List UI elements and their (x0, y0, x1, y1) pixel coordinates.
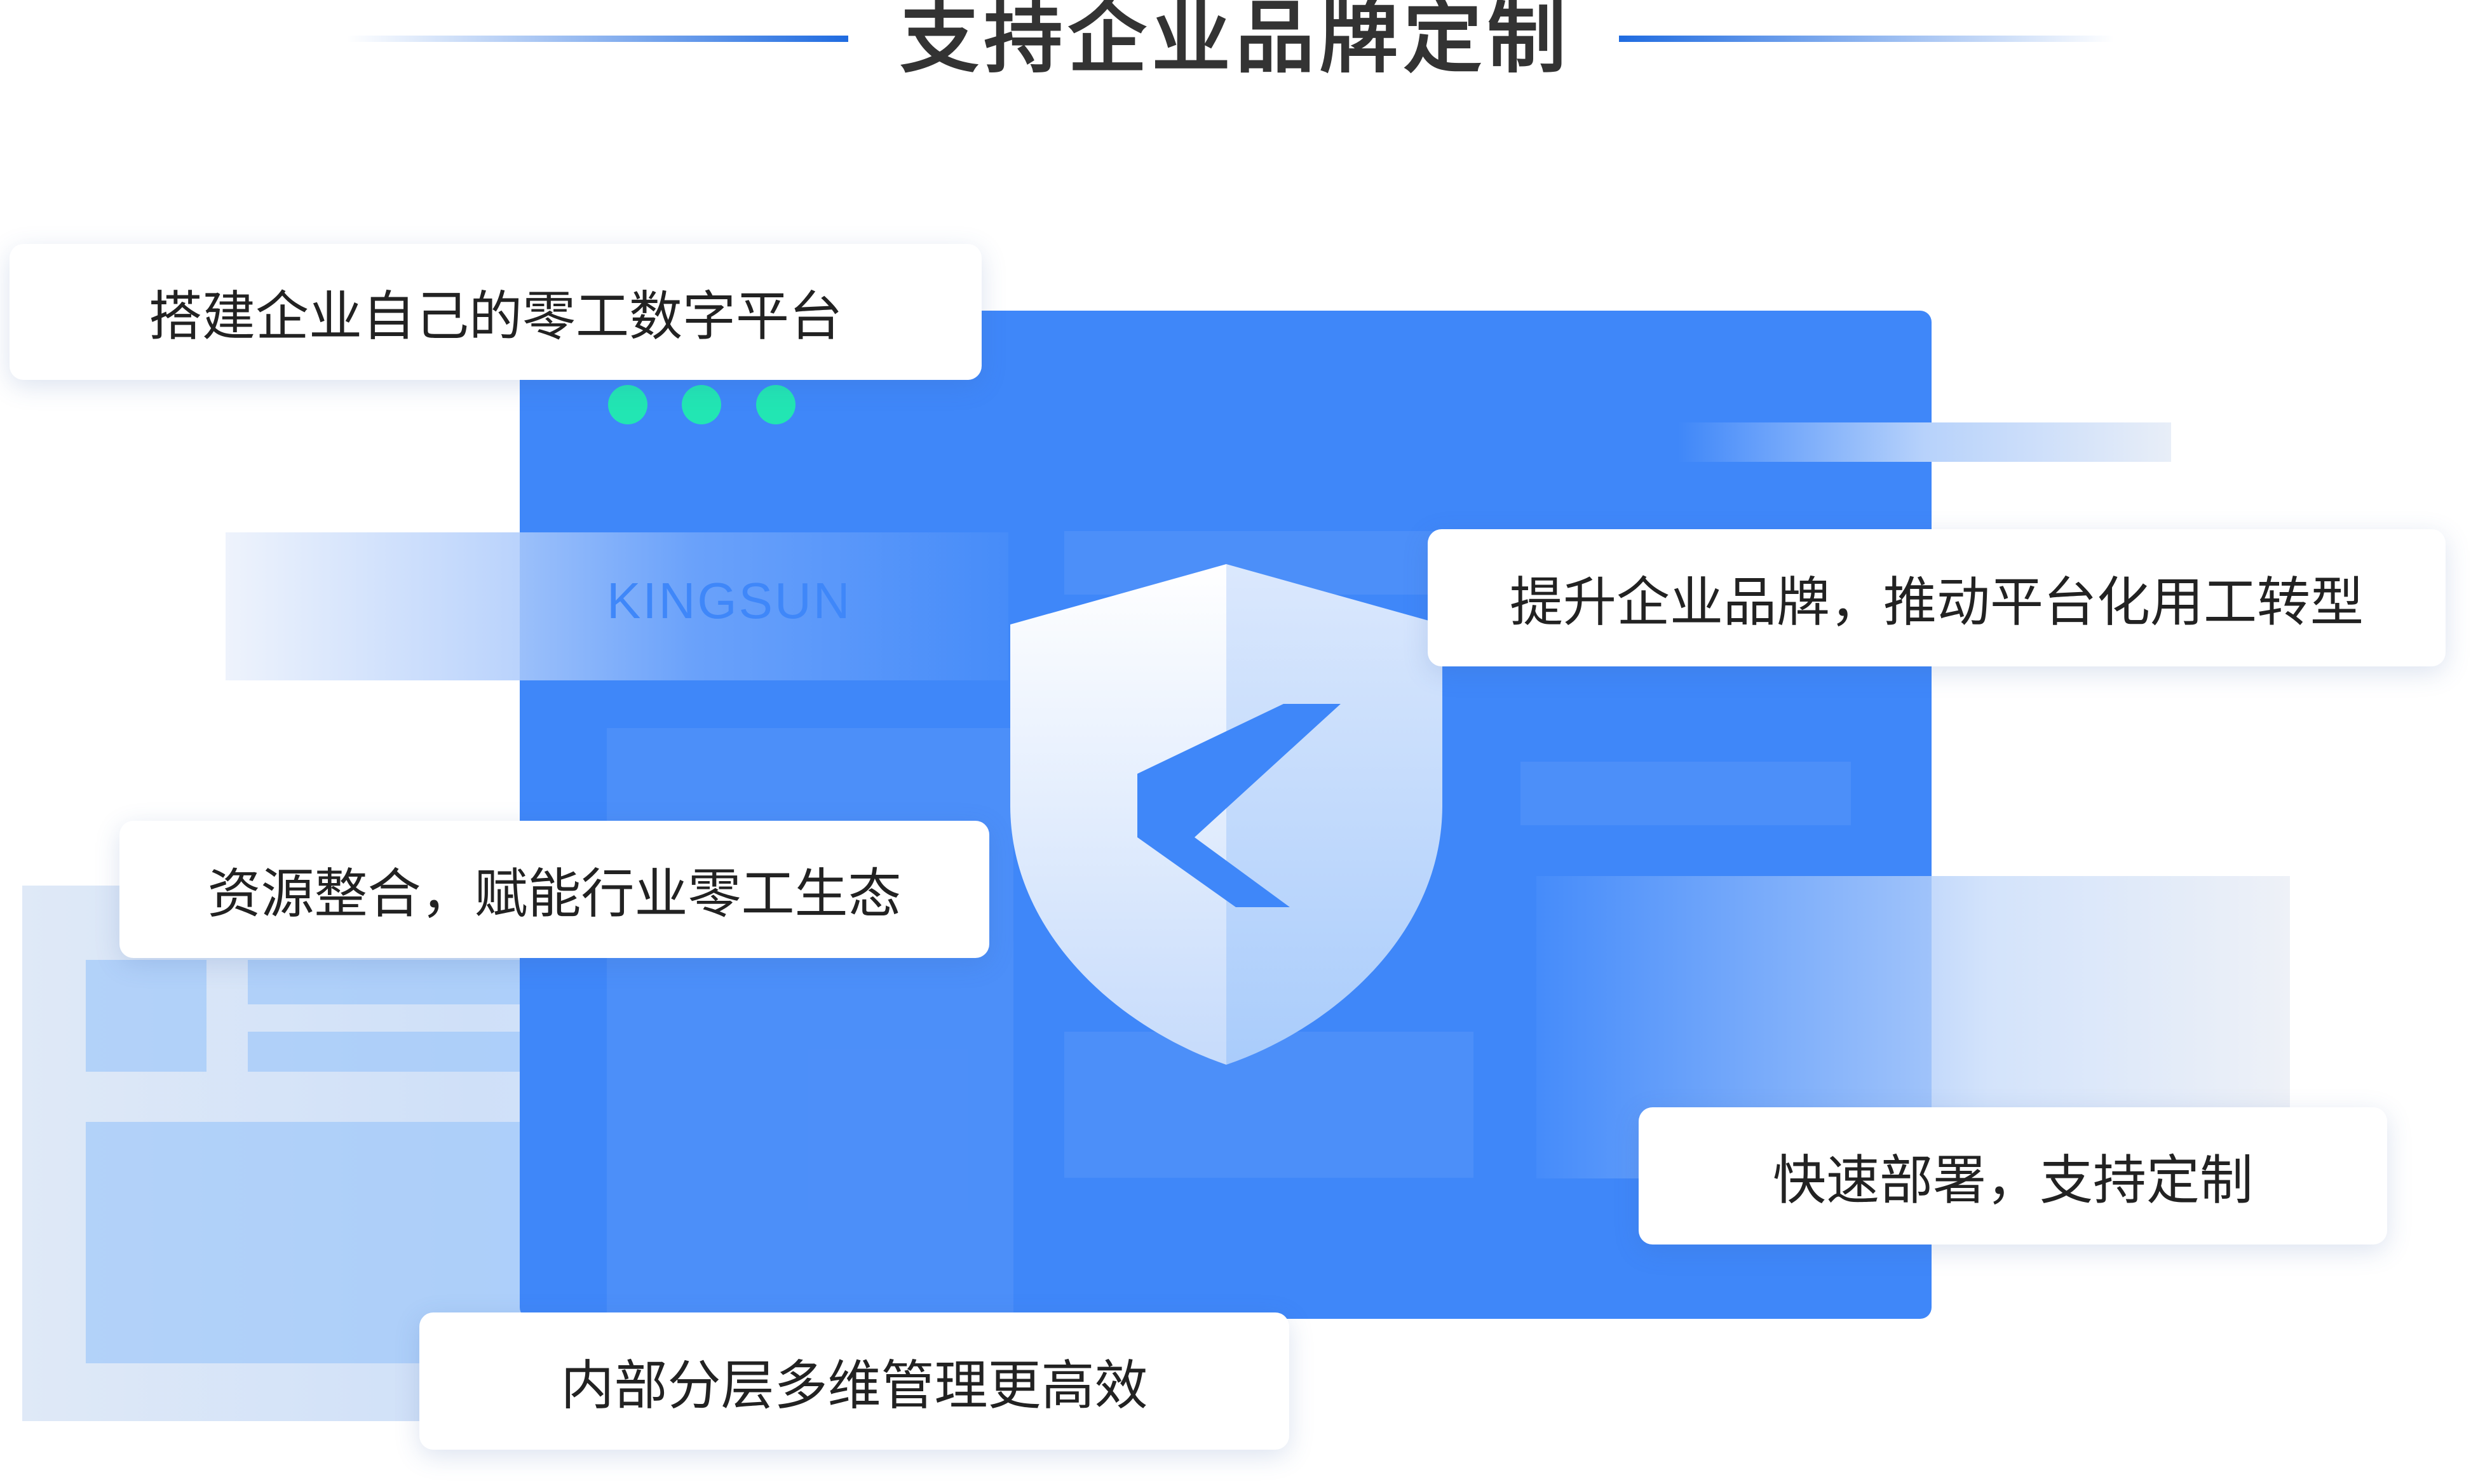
feature-card: 搭建企业自己的零工数字平台 (10, 244, 982, 380)
feature-card: 资源整合，赋能行业零工生态 (119, 821, 989, 958)
feature-card: 快速部署，支持定制 (1639, 1107, 2387, 1245)
decor-streak (1678, 422, 2171, 462)
feature-card: 内部分层多维管理更高效 (419, 1312, 1289, 1450)
window-dot-icon (608, 385, 647, 424)
panel-block (86, 960, 206, 1072)
panel-bar (1520, 762, 1851, 825)
page-title: 支持企业品牌定制 (900, 0, 1571, 84)
title-decor-line-right (1619, 36, 2115, 42)
title-decor-line-left (346, 36, 848, 42)
window-dot-icon (682, 385, 721, 424)
brand-logo-text: KINGSUN (607, 572, 852, 629)
feature-card: 提升企业品牌，推动平台化用工转型 (1428, 529, 2446, 666)
window-dot-icon (756, 385, 795, 424)
brand-band (226, 532, 1008, 680)
shield-logo-icon (1010, 564, 1442, 1065)
panel-block (1064, 1032, 1473, 1178)
